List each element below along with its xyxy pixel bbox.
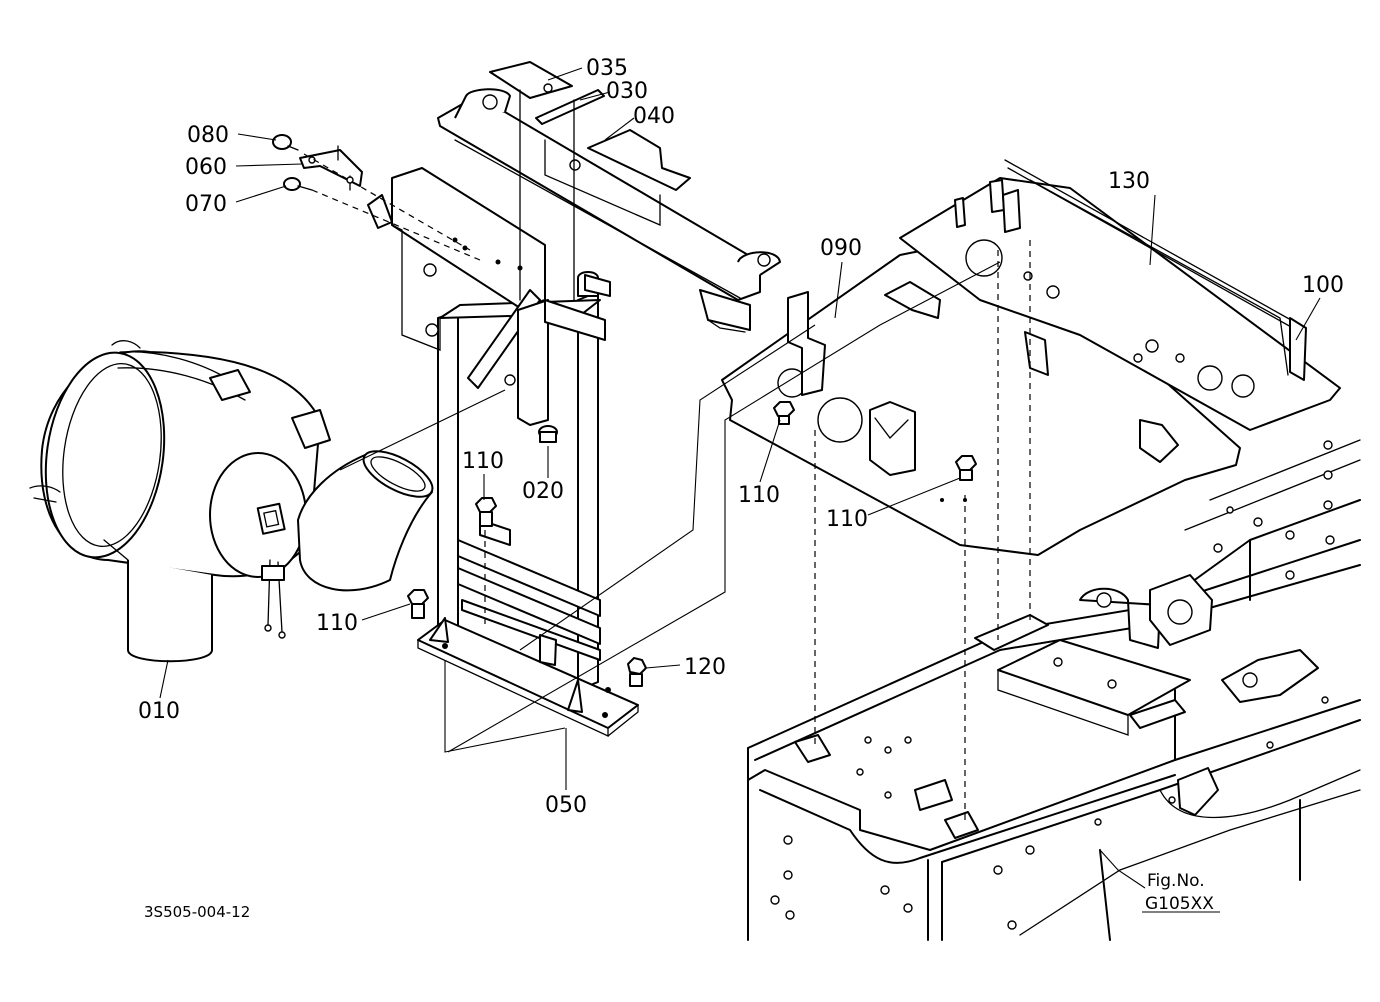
bolt-part-080[interactable]: [272, 134, 299, 151]
bracket-part-060[interactable]: [299, 145, 393, 229]
screw-part-070[interactable]: [283, 177, 313, 191]
tractor-chassis-frame: [747, 439, 1361, 941]
label-part-050[interactable]: 050: [545, 793, 587, 818]
label-part-110-base[interactable]: 110: [316, 611, 358, 636]
label-part-020[interactable]: 020: [522, 479, 564, 504]
label-part-120[interactable]: 120: [684, 655, 726, 680]
label-part-090[interactable]: 090: [820, 236, 862, 261]
label-part-030[interactable]: 030: [606, 79, 648, 104]
bolt-part-110-stand[interactable]: [475, 497, 497, 527]
alignment-lines: [303, 153, 1031, 825]
label-part-060[interactable]: 060: [185, 155, 227, 180]
bolt-part-120[interactable]: [627, 657, 647, 687]
upper-bracket-assembly[interactable]: [437, 61, 781, 333]
label-part-010[interactable]: 010: [138, 699, 180, 724]
bolt-part-110-plate-right[interactable]: [955, 455, 977, 481]
bolt-part-110-base[interactable]: [407, 589, 429, 619]
label-part-110-plate-left[interactable]: 110: [738, 483, 780, 508]
support-stand-part-050[interactable]: [391, 167, 639, 738]
label-part-040[interactable]: 040: [633, 104, 675, 129]
label-leaders: [159, 67, 1321, 913]
label-part-130[interactable]: 130: [1108, 169, 1150, 194]
label-part-100[interactable]: 100: [1302, 273, 1344, 298]
label-part-080[interactable]: 080: [187, 123, 229, 148]
label-part-070[interactable]: 070: [185, 192, 227, 217]
label-part-110-plate-right[interactable]: 110: [826, 507, 868, 532]
air-cleaner-part-010[interactable]: [29, 340, 439, 663]
label-part-035[interactable]: 035: [586, 56, 628, 81]
figure-caption: Fig.No.: [1147, 871, 1205, 891]
bolt-part-020[interactable]: [538, 425, 558, 443]
mounting-plate-part-090[interactable]: [721, 159, 1341, 556]
label-part-110-stand[interactable]: 110: [462, 449, 504, 474]
drawing-code: 3S505-004-12: [144, 903, 250, 921]
bolt-part-110-plate-left[interactable]: [773, 401, 795, 425]
figure-number: G105XX: [1145, 894, 1214, 914]
part-labels: 035 030 040 080 060 070 130 090 100 110 …: [138, 56, 1344, 921]
